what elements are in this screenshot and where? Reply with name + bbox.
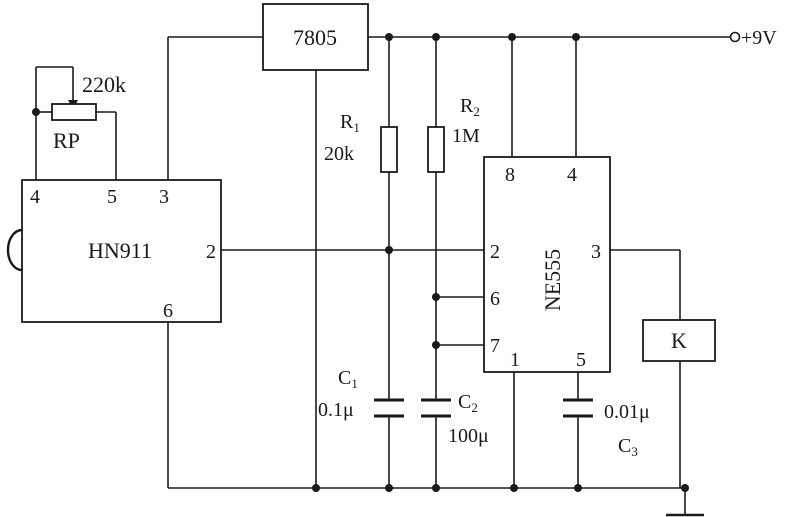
junction-dot: [312, 484, 320, 492]
sensor-pin2-label: 2: [206, 241, 216, 263]
rp-name: RP: [53, 128, 80, 153]
junction-dot: [432, 33, 440, 41]
junction-dot: [432, 341, 440, 349]
timer-pin2-label: 2: [490, 241, 500, 263]
sensor-lens: [6, 228, 23, 272]
junction-dot: [385, 484, 393, 492]
sensor-label: HN911: [88, 238, 152, 263]
c2-name-main: C: [458, 391, 471, 413]
relay-label: K: [671, 328, 687, 353]
resistor-r2: [427, 126, 445, 173]
c1-name: C1: [338, 367, 358, 391]
supply-terminal: [729, 31, 741, 43]
junction-dot: [385, 246, 393, 254]
junctions: [32, 33, 689, 492]
sensor-pin3-label: 3: [159, 186, 169, 208]
c3-name-sub: 3: [631, 444, 638, 459]
c2-name-sub: 2: [471, 400, 478, 415]
potentiometer-rp: [51, 103, 97, 121]
timer-pin1-label: 1: [510, 349, 520, 371]
timer-pin8-label: 8: [505, 164, 515, 186]
r2-value: 1M: [452, 125, 480, 147]
c3-name-main: C: [618, 435, 631, 457]
timer-pin5-label: 5: [576, 349, 586, 371]
rp-value: 220k: [82, 72, 126, 97]
r2-name-main: R: [460, 95, 474, 117]
sensor-pin4-label: 4: [30, 186, 40, 208]
wires: [35, 36, 730, 517]
junction-dot: [681, 484, 689, 492]
c3-value: 0.01μ: [604, 401, 650, 423]
junction-dot: [508, 33, 516, 41]
junction-dot: [32, 108, 40, 116]
timer-ne555: [483, 156, 611, 373]
junction-dot: [510, 484, 518, 492]
c1-name-sub: 1: [351, 376, 358, 391]
regulator-7805: [262, 3, 369, 71]
relay-k: [642, 319, 716, 362]
r1-name-main: R: [340, 111, 354, 133]
c3-name: C3: [618, 435, 638, 459]
r1-name: R1: [340, 111, 360, 135]
c1-name-main: C: [338, 367, 351, 389]
sensor-hn911: [21, 179, 222, 323]
r1-name-sub: 1: [353, 120, 360, 135]
supply-label: +9V: [741, 27, 777, 49]
timer-pin7-label: 7: [490, 335, 500, 357]
sensor-pin5-label: 5: [107, 186, 117, 208]
timer-pin6-label: 6: [490, 288, 500, 310]
junction-dot: [432, 484, 440, 492]
junction-dot: [432, 293, 440, 301]
junction-dot: [572, 33, 580, 41]
junction-dot: [385, 33, 393, 41]
resistor-r1: [380, 126, 398, 173]
timer-label: NE555: [540, 249, 565, 311]
regulator-label: 7805: [293, 25, 337, 50]
r1-value: 20k: [324, 143, 354, 165]
r2-name: R2: [460, 95, 480, 119]
c1-value: 0.1μ: [318, 399, 354, 421]
junction-dot: [574, 484, 582, 492]
timer-pin4-label: 4: [567, 164, 577, 186]
r2-name-sub: 2: [473, 104, 480, 119]
c2-name: C2: [458, 391, 478, 415]
timer-pin3-label: 3: [591, 241, 601, 263]
c2-value: 100μ: [448, 425, 489, 447]
sensor-pin6-label: 6: [163, 300, 173, 322]
